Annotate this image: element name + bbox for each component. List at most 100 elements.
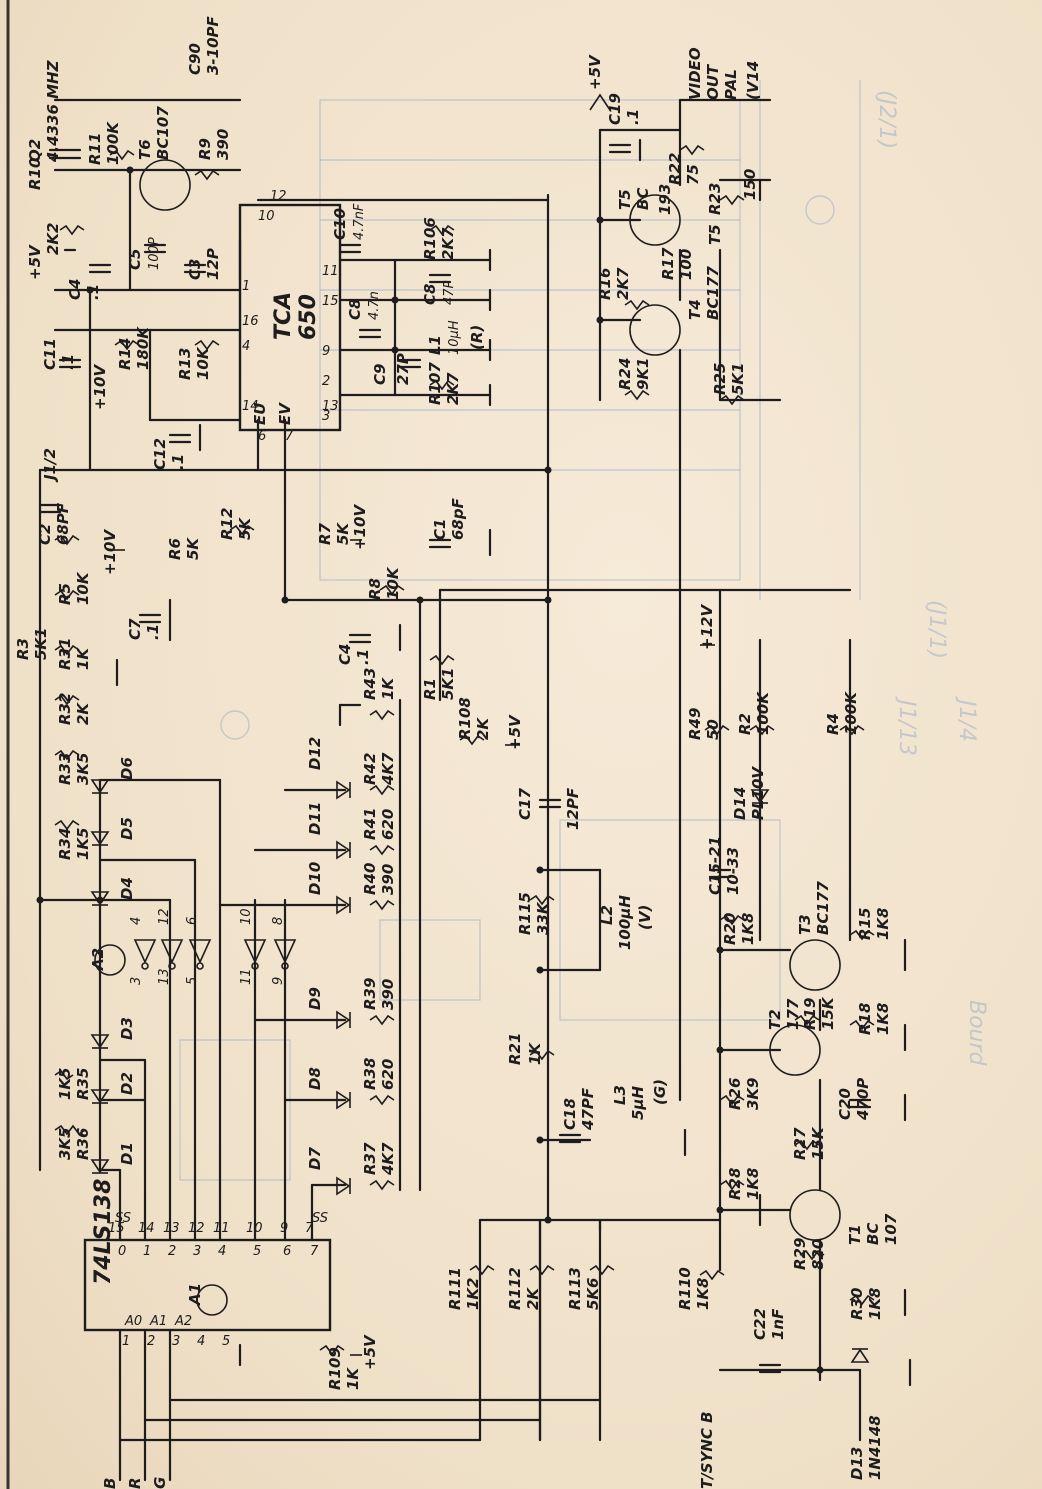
- gate-pin-11: 11: [239, 968, 254, 985]
- label-r9-val: 390: [214, 129, 232, 160]
- label-l1-val: 10µH: [447, 320, 462, 355]
- a1-marker: [196, 1284, 228, 1316]
- label-r21-val: 1K: [526, 1042, 544, 1065]
- label-r9: R9: [196, 138, 214, 160]
- label-c8b: C8: [421, 284, 439, 305]
- label-r28-val: 1K8: [744, 1168, 762, 1201]
- svg-text:(J1/1): (J1/1): [924, 600, 949, 659]
- label-c15-val: 10-33: [724, 847, 742, 895]
- label-c3-val: 12P: [204, 248, 222, 280]
- label-r-channel: (R): [468, 325, 486, 350]
- label-r34-val: 1K5: [74, 828, 92, 861]
- pin-num-4: 4: [197, 1334, 205, 1349]
- tca650-pin-12: 12: [270, 189, 287, 204]
- wires: [38, 98, 862, 1482]
- label-r108-val: 2K: [474, 717, 492, 740]
- tca650-name: TCA: [271, 292, 296, 340]
- label-r14: R14: [116, 338, 134, 370]
- tca650-pin-16: 16: [242, 314, 259, 329]
- tca650-pin-4: 4: [242, 339, 250, 354]
- label-r38: R38: [361, 1058, 379, 1090]
- label-r25: R25: [711, 363, 729, 395]
- label-c8-val: 4.7n: [367, 291, 382, 320]
- label-d12: D12: [306, 737, 324, 770]
- label-j1-2: J1/2: [41, 448, 59, 483]
- resistor-symbols: [54, 144, 875, 1356]
- video-out-line1: VIDEO: [686, 47, 704, 100]
- label-r16: R16: [596, 268, 614, 300]
- input-r: R: [126, 1477, 144, 1489]
- tca650-pin-15: 15: [322, 294, 339, 309]
- pin-num-3: 3: [172, 1334, 180, 1349]
- label-r36: R36: [74, 1128, 92, 1160]
- label-plus10v-3: +10V: [351, 504, 369, 550]
- label-r5-val: 10K: [74, 571, 92, 605]
- diode-symbols: [90, 779, 870, 1363]
- label-r20-val: 1K8: [739, 913, 757, 946]
- label-r18-val: 1K8: [874, 1003, 892, 1036]
- label-r26-val: 3K9: [744, 1078, 762, 1111]
- out-1: 1: [143, 1244, 151, 1259]
- label-c1-val: 68pF: [449, 497, 467, 540]
- label-r10: R10: [26, 158, 44, 190]
- label-r111-val: 1K2: [464, 1278, 482, 1311]
- ic-74ls138-body: [83, 1238, 332, 1332]
- label-r20: R20: [721, 913, 739, 945]
- tca650-pin-13: 13: [322, 399, 339, 414]
- tca650-pin-9: 9: [322, 344, 330, 359]
- label-r1-val: 5K1: [439, 668, 457, 701]
- supply-arrows: [110, 93, 715, 1356]
- label-r39: R39: [361, 978, 379, 1010]
- transistor-symbols: [139, 159, 841, 1241]
- label-c20: C20: [836, 1088, 854, 1120]
- label-r35: R35: [74, 1068, 92, 1100]
- label-c19: C19: [606, 93, 624, 125]
- labels: R10 2K2 +5V C4 .1 Q2 4.4336 MHZ R11 100K…: [14, 15, 900, 1489]
- label-d6: D6: [118, 757, 136, 780]
- label-r113-val: 5K6: [584, 1278, 602, 1311]
- label-r41-val: 620: [379, 809, 397, 840]
- label-r107-val: 2K7: [444, 372, 462, 405]
- label-r22-val: 75: [684, 164, 702, 185]
- label-plus5v-2: +5V: [506, 714, 524, 750]
- out-4: 4: [218, 1244, 226, 1259]
- pin-num-11: 11: [213, 1221, 230, 1236]
- label-d13-val: 1N4148: [866, 1415, 884, 1480]
- label-c9-val: 27P: [394, 353, 412, 385]
- label-r4: R4: [824, 713, 842, 735]
- label-r33: R33: [56, 753, 74, 785]
- gate-pin-5: 5: [185, 977, 200, 985]
- label-c10: C10: [331, 208, 349, 240]
- label-t3-val: BC177: [814, 881, 832, 935]
- label-l3: L3: [611, 1085, 629, 1105]
- label-r25-val: 5K1: [729, 363, 747, 396]
- label-c9: C9: [371, 364, 389, 385]
- tca650-pin-3: 3: [322, 409, 330, 424]
- label-t4: T4: [686, 299, 704, 320]
- gate-pin-6: 6: [185, 917, 200, 925]
- label-r31: R31: [56, 638, 74, 670]
- tca650-pin-ev: EV: [276, 402, 294, 425]
- label-c4: C4: [66, 279, 84, 300]
- label-t3: T3: [796, 914, 814, 935]
- label-r27: R27: [791, 1127, 809, 1160]
- label-t1-val: 107: [882, 1213, 900, 1245]
- gate-pin-3: 3: [129, 977, 144, 985]
- label-plus10v-1: +10V: [91, 364, 109, 410]
- tca650-pin-14: 14: [242, 399, 259, 414]
- pin-a2: A2: [174, 1314, 192, 1329]
- video-out-connector: (V14: [744, 61, 762, 100]
- label-r8-val: 10K: [384, 566, 402, 600]
- label-r22: R22: [666, 153, 684, 185]
- label-r21: R21: [506, 1033, 524, 1065]
- label-r109-val: 1K: [344, 1367, 362, 1390]
- label-c5-val: 100P: [147, 237, 162, 270]
- label-plus10v-2: +10V: [101, 529, 119, 575]
- label-t5-bc: BC: [634, 188, 652, 210]
- label-t4-val: BC177: [704, 266, 722, 320]
- label-l1: L1: [426, 335, 444, 355]
- label-c19-val: .1: [624, 109, 642, 125]
- label-r28: R28: [726, 1168, 744, 1200]
- label-c4b: C4: [336, 644, 354, 665]
- label-t1-bc: BC: [864, 1223, 882, 1245]
